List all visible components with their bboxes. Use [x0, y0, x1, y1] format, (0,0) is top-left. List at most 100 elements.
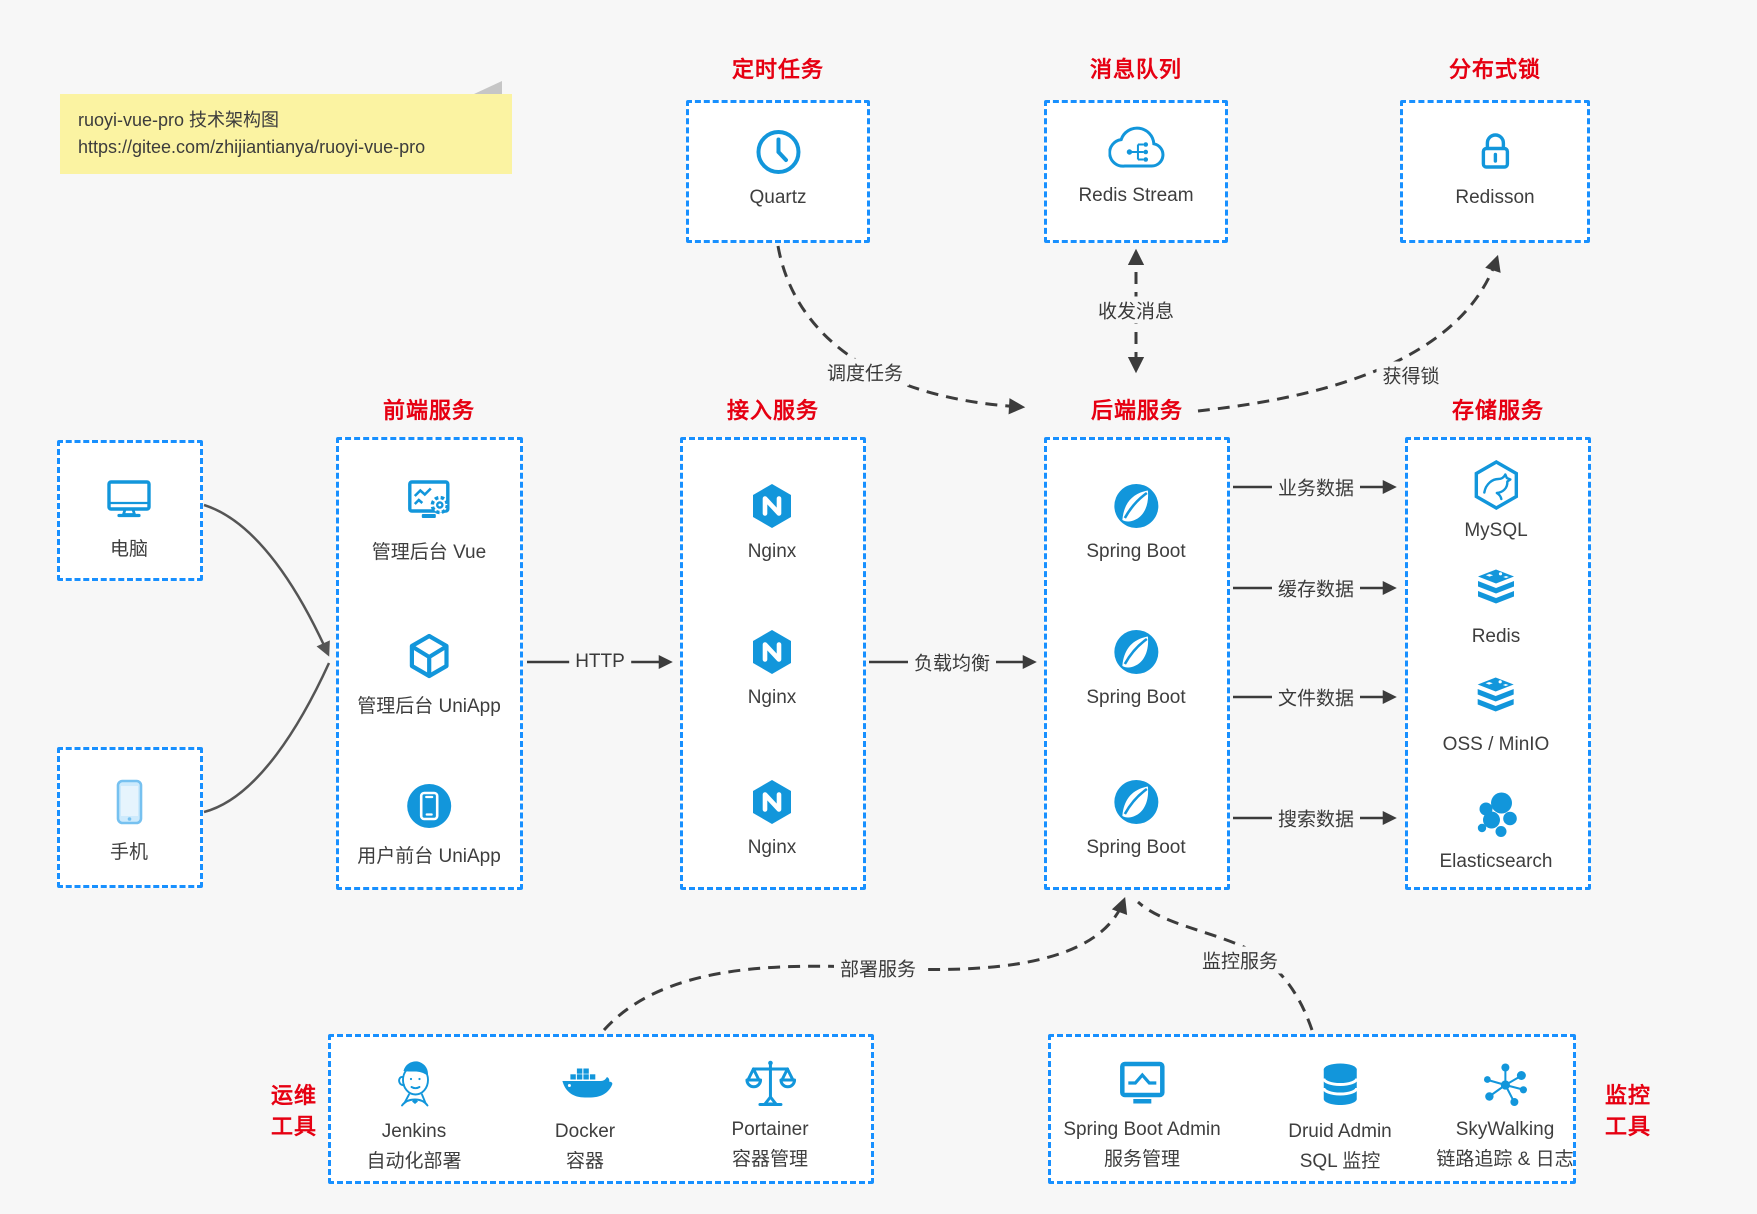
node-label: 管理后台 UniApp — [357, 696, 501, 717]
node-redis: Redis — [1468, 563, 1524, 648]
node-label: Druid Admin — [1288, 1121, 1392, 1142]
node-elasticsearch: Elasticsearch — [1440, 788, 1553, 873]
group-backend-title: 后端服务 — [1090, 398, 1184, 423]
group-storage-title: 存储服务 — [1451, 398, 1545, 423]
edge-business-data-label: 业务数据 — [1271, 473, 1361, 501]
node-label: Redis Stream — [1078, 185, 1194, 206]
node-label: Docker — [554, 1121, 616, 1142]
node-sublabel: 自动化部署 — [366, 1151, 462, 1172]
edge-acquire-lock-line — [1197, 254, 1501, 413]
group-storage-box — [1405, 437, 1591, 890]
node-label: Jenkins — [381, 1121, 447, 1142]
node-nginx-3: Nginx — [744, 774, 800, 859]
sticky-note: ruoyi-vue-pro 技术架构图 https://gitee.com/zh… — [60, 81, 512, 174]
node-label: 用户前台 UniApp — [357, 846, 501, 867]
node-phone: 手机 — [101, 774, 157, 864]
node-label: Spring Boot Admin — [1063, 1119, 1221, 1140]
redis-stack-icon — [1468, 563, 1524, 619]
smartphone-icon — [101, 774, 157, 830]
edge-acquire-lock-label: 获得锁 — [1376, 361, 1446, 389]
node-mysql: MySQL — [1464, 457, 1528, 542]
node-sublabel: SQL 监控 — [1299, 1151, 1381, 1172]
node-label: Nginx — [747, 687, 797, 708]
portainer-icon — [742, 1056, 798, 1112]
node-computer: 电脑 — [101, 471, 157, 561]
node-label: Elasticsearch — [1439, 851, 1553, 872]
cloud-stream-icon — [1107, 122, 1164, 178]
oss-minio-stack-icon — [1468, 671, 1524, 727]
node-admin-vue: 管理后台 Vue — [372, 474, 486, 564]
docker-icon — [557, 1058, 613, 1114]
edge-messaging-label: 收发消息 — [1091, 296, 1181, 324]
node-nginx-2: Nginx — [744, 624, 800, 709]
skywalking-icon — [1477, 1056, 1533, 1112]
clock-icon — [750, 124, 806, 180]
node-user-uniapp: 用户前台 UniApp — [357, 778, 501, 868]
group-access-title: 接入服务 — [726, 398, 820, 423]
node-label: Nginx — [747, 541, 797, 562]
nginx-icon — [744, 478, 800, 534]
lock-icon — [1467, 124, 1523, 180]
node-nginx-1: Nginx — [744, 478, 800, 563]
note-url: https://gitee.com/zhijiantianya/ruoyi-vu… — [78, 137, 426, 157]
edge-phone-to-frontend-line — [203, 662, 331, 814]
spring-boot-icon — [1108, 624, 1164, 680]
node-skywalking: SkyWalking 链路追踪 & 日志 — [1436, 1056, 1574, 1171]
edge-deploy-label: 部署服务 — [833, 954, 923, 982]
node-sublabel: 服务管理 — [1103, 1149, 1180, 1170]
node-oss-minio: OSS / MinIO — [1442, 671, 1550, 756]
node-admin-uniapp: 管理后台 UniApp — [357, 628, 501, 718]
note-title: ruoyi-vue-pro 技术架构图 — [78, 110, 280, 130]
group-lock-box — [1400, 100, 1590, 243]
node-quartz: Quartz — [749, 124, 807, 209]
node-label: OSS / MinIO — [1442, 734, 1550, 755]
node-label: Quartz — [749, 187, 807, 208]
node-spring-boot-admin: Spring Boot Admin 服务管理 — [1063, 1056, 1221, 1171]
edge-computer-to-frontend-line — [203, 503, 330, 657]
node-label: Spring Boot — [1086, 541, 1186, 562]
desktop-icon — [101, 471, 157, 527]
node-redis-stream: Redis Stream — [1078, 122, 1194, 207]
node-label: 电脑 — [109, 539, 148, 560]
node-druid-admin: Druid Admin SQL 监控 — [1288, 1058, 1392, 1173]
node-spring-boot-1: Spring Boot — [1086, 478, 1186, 563]
node-label: Nginx — [747, 837, 797, 858]
edge-search-data-label: 搜索数据 — [1271, 804, 1361, 832]
spring-boot-admin-icon — [1114, 1056, 1170, 1112]
edge-load-balancing-label: 负载均衡 — [907, 648, 997, 676]
node-spring-boot-2: Spring Boot — [1086, 624, 1186, 709]
node-label: Portainer — [731, 1119, 809, 1140]
group-monitoring-title: 监控 工具 — [1604, 1083, 1652, 1139]
node-docker: Docker 容器 — [555, 1058, 615, 1173]
edge-cache-data-label: 缓存数据 — [1271, 574, 1361, 602]
node-label: 管理后台 Vue — [371, 542, 487, 563]
group-frontend-title: 前端服务 — [382, 398, 476, 423]
group-mq-box — [1044, 100, 1228, 243]
group-scheduled-title: 定时任务 — [731, 57, 825, 82]
node-spring-boot-3: Spring Boot — [1086, 774, 1186, 859]
group-lock-title: 分布式锁 — [1448, 57, 1542, 82]
node-label: MySQL — [1464, 520, 1528, 541]
node-label: SkyWalking — [1455, 1119, 1555, 1140]
nginx-icon — [744, 624, 800, 680]
node-label: Redis — [1471, 626, 1521, 647]
node-portainer: Portainer 容器管理 — [731, 1056, 809, 1171]
elasticsearch-icon — [1468, 788, 1524, 844]
edge-file-data-label: 文件数据 — [1271, 683, 1361, 711]
node-redisson: Redisson — [1455, 124, 1535, 209]
node-label: Spring Boot — [1086, 687, 1186, 708]
mysql-icon — [1468, 457, 1524, 513]
note-fold-corner — [474, 81, 502, 94]
spring-boot-icon — [1108, 478, 1164, 534]
edge-http-label: HTTP — [569, 651, 631, 673]
group-ops-box — [328, 1034, 874, 1184]
user-app-icon — [401, 778, 457, 834]
node-label: Redisson — [1455, 187, 1535, 208]
spring-boot-icon — [1108, 774, 1164, 830]
node-sublabel: 容器管理 — [731, 1149, 809, 1170]
jenkins-icon — [385, 1056, 443, 1114]
nginx-icon — [744, 774, 800, 830]
node-label: Spring Boot — [1086, 837, 1186, 858]
group-monitoring-box — [1048, 1034, 1576, 1184]
